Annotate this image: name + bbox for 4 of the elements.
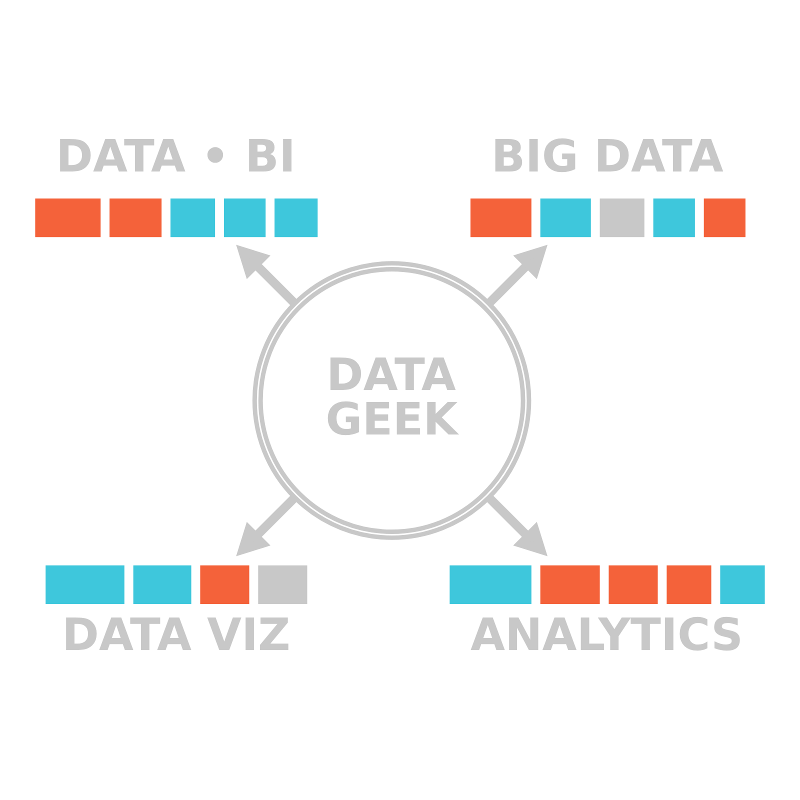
arrow [236,494,298,556]
arrow [486,244,548,306]
arrow [236,244,298,306]
arrow [486,494,548,556]
